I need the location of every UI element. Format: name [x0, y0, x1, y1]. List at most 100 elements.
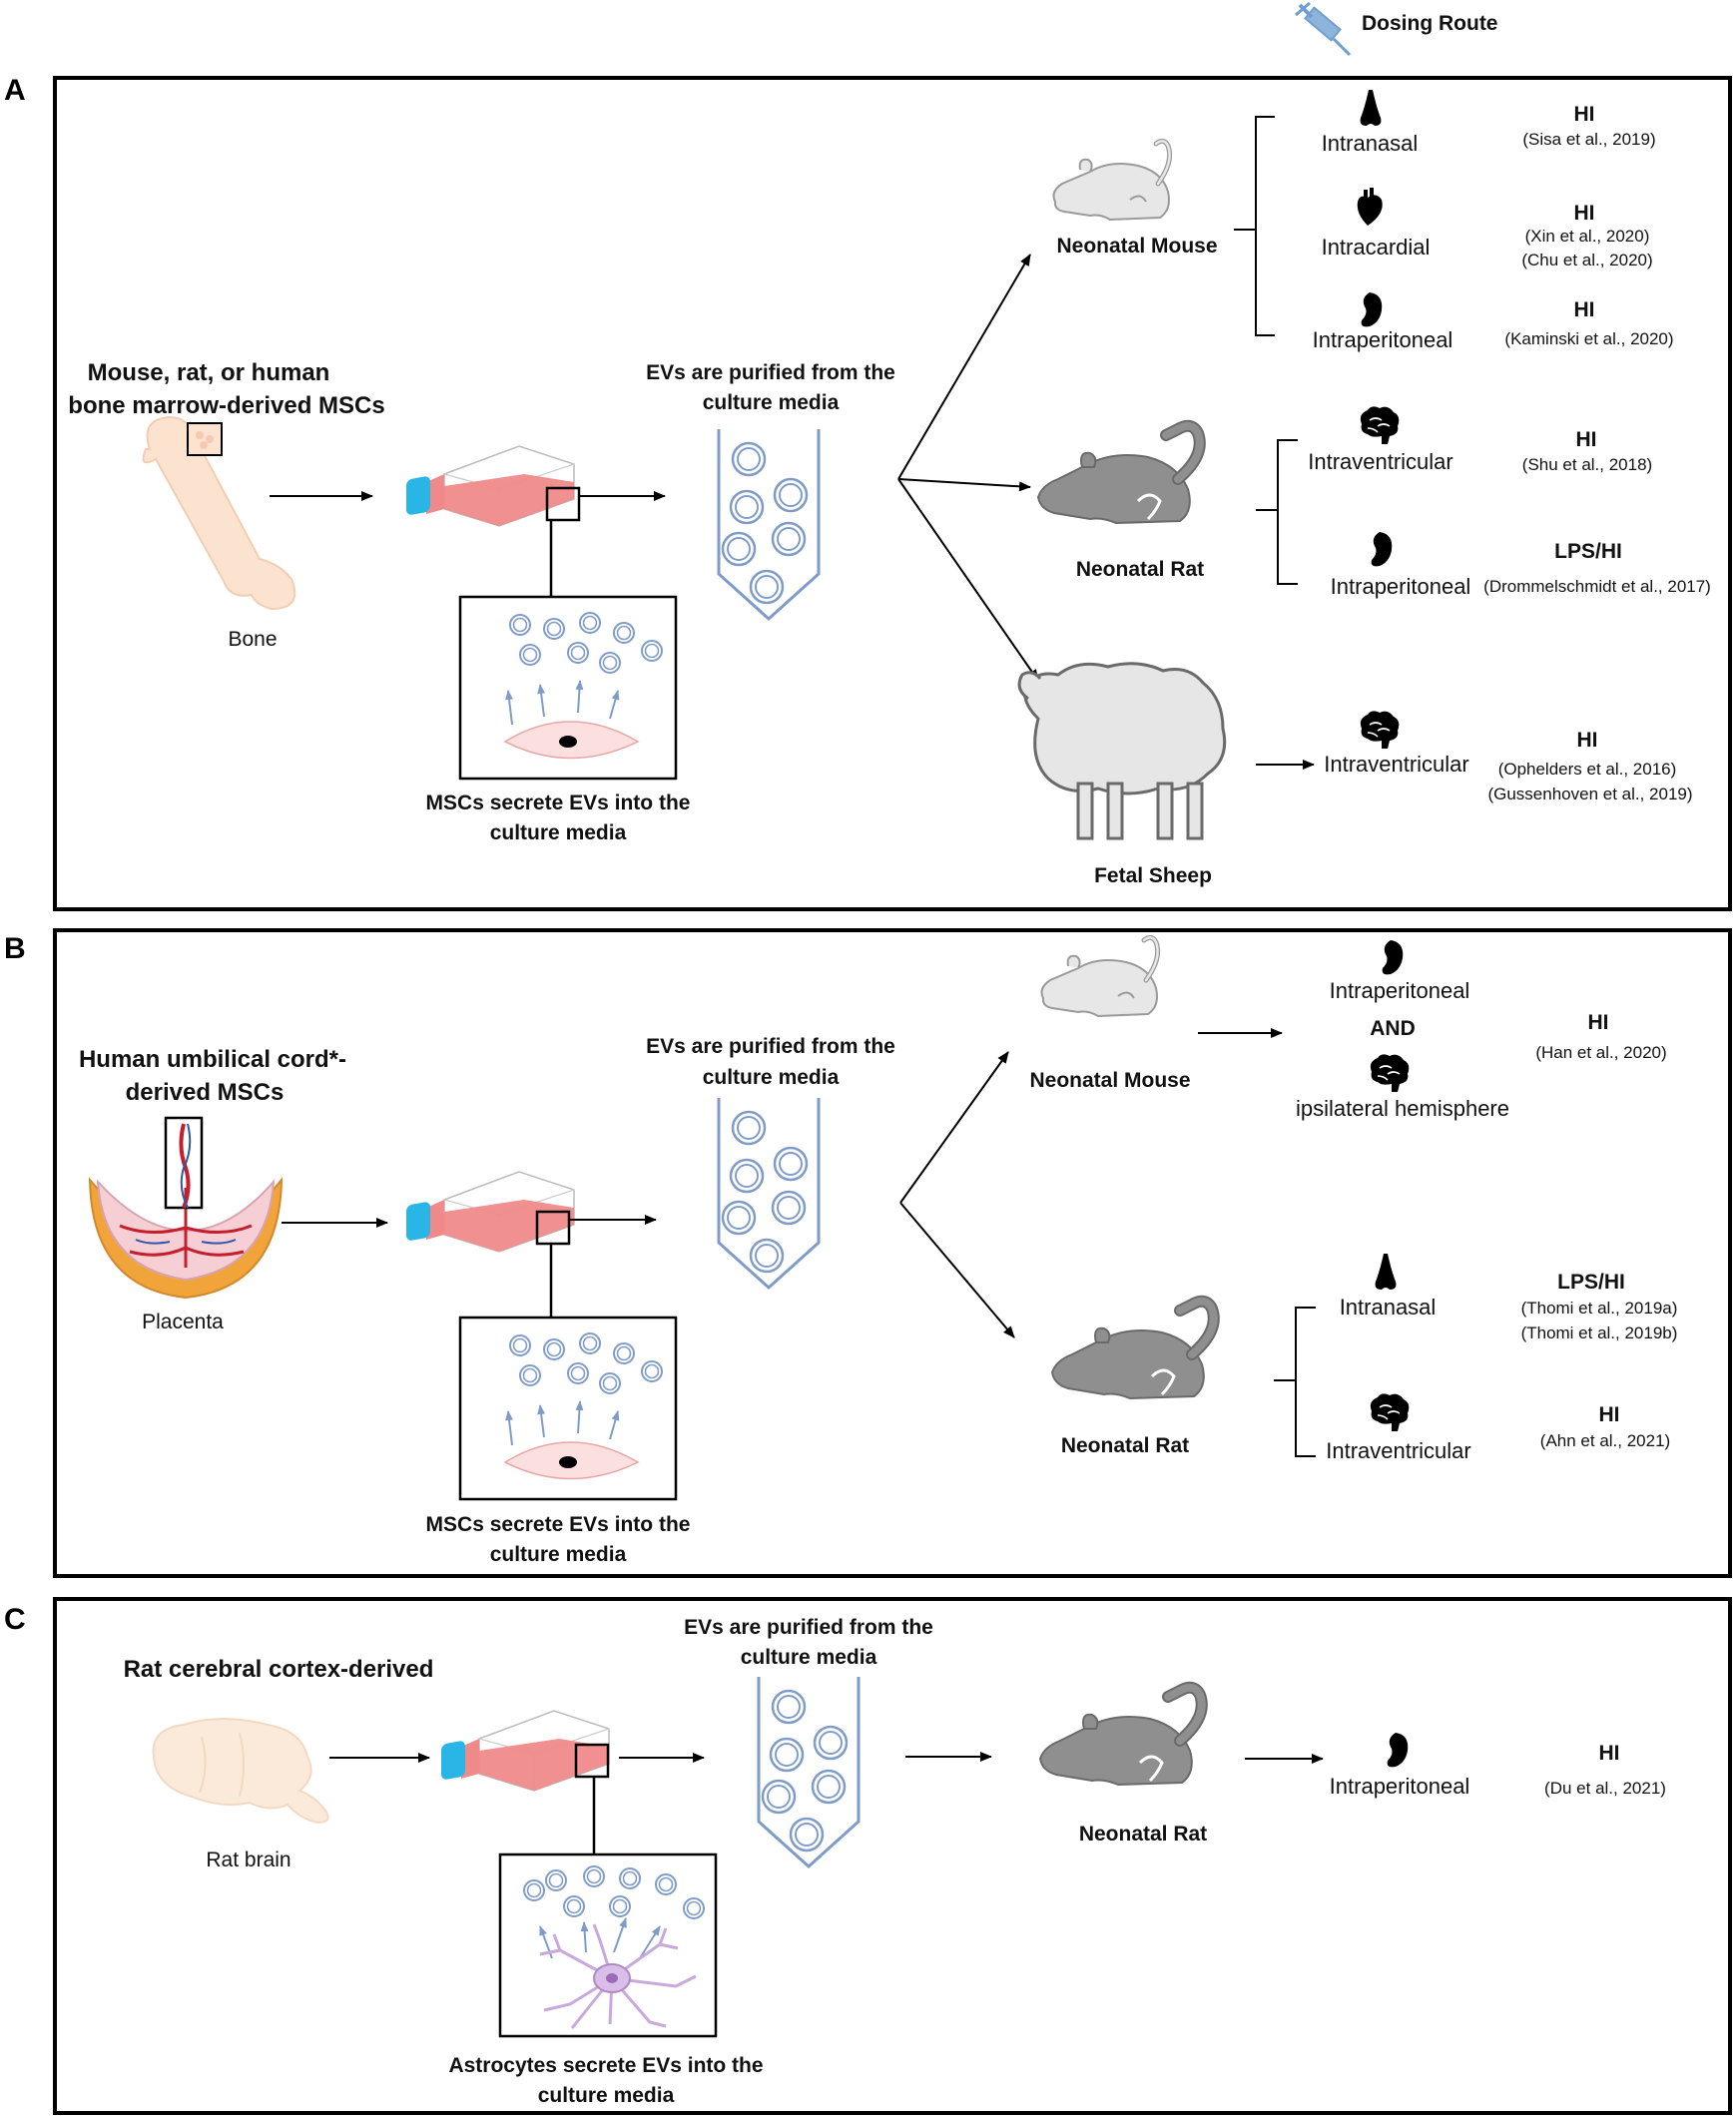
arrow-to-rat [897, 478, 1031, 492]
panel-b-letter: B [4, 932, 26, 965]
panel-a-ref-5-0: (Ophelders et al., 2016) [1498, 760, 1677, 779]
rat-icon [1038, 426, 1200, 523]
panel-b-source-label: Placenta [142, 1311, 224, 1333]
panel-a-ref-4-0: (Drommelschmidt et al., 2017) [1483, 577, 1711, 596]
panel-a-ref-1-0: (Xin et al., 2020) [1525, 227, 1650, 246]
panel-a-route-3: Intraventricular [1308, 449, 1453, 474]
panel-a-route-4: Intraperitoneal [1331, 574, 1471, 599]
panel-c-source-label: Rat brain [206, 1849, 290, 1871]
rat-icon [1040, 1688, 1202, 1785]
culture-flask-icon [440, 1710, 610, 1792]
panel-b-animal-rat: Neonatal Rat [1061, 1434, 1189, 1457]
panel-c-route-0: Intraperitoneal [1330, 1774, 1470, 1799]
rat-icon [1052, 1302, 1214, 1398]
cell-secretion-box [460, 1318, 676, 1499]
placenta-icon [88, 1116, 284, 1300]
panel-c-purify-1: EVs are purified from the [684, 1616, 933, 1639]
panel-b: B Human umbilical cord*- derived MSCs Pl… [4, 928, 1732, 1578]
panel-c: C Rat cerebral cortex-derived Rat brain [4, 1597, 1732, 2115]
arrow-to-mouse [897, 254, 1031, 480]
panel-c-model-0: HI [1599, 1742, 1620, 1765]
panel-b-animal-mouse: Neonatal Mouse [1029, 1069, 1190, 1092]
panel-a-ref-5-1: (Gussenhoven et al., 2019) [1487, 785, 1692, 803]
panel-a-model-4: LPS/HI [1554, 540, 1622, 563]
dosing-route-header: Dosing Route [1295, 1, 1498, 57]
brain-icon [1370, 1053, 1411, 1093]
brain-icon [1370, 1392, 1411, 1432]
panel-a-letter: A [4, 74, 26, 107]
panel-c-purify-2: culture media [741, 1646, 877, 1669]
arrow-to-mouse [899, 1051, 1009, 1204]
panel-a-frame [53, 76, 1732, 911]
flask-zoom-box [535, 1210, 571, 1246]
panel-a-model-3: HI [1576, 428, 1597, 451]
rat-routes-bracket [1295, 1307, 1316, 1457]
panel-b-mouse-and: AND [1370, 1017, 1416, 1040]
panel-b-mouse-route-2: ipsilateral hemisphere [1296, 1096, 1509, 1121]
sheep-icon [1017, 662, 1227, 840]
panel-a-route-2: Intraperitoneal [1313, 327, 1453, 352]
culture-flask-icon [405, 445, 575, 527]
rat-brain-icon [152, 1718, 329, 1825]
panel-c-frame [53, 1597, 1732, 2115]
brain-icon [1360, 710, 1401, 750]
panel-a-purify-1: EVs are purified from the [646, 361, 895, 384]
panel-a-route-0: Intranasal [1322, 131, 1419, 156]
panel-a-source-label: Bone [228, 628, 277, 651]
kidney-icon [1382, 940, 1404, 975]
heart-icon [1357, 188, 1383, 226]
panel-b-ref-0-0: (Thomi et al., 2019a) [1521, 1299, 1678, 1318]
panel-b-source-title-2: derived MSCs [126, 1079, 285, 1106]
panel-b-source-title-1: Human umbilical cord*- [79, 1046, 346, 1073]
astrocyte-box [498, 1853, 718, 2038]
panel-a-ref-1-1: (Chu et al., 2020) [1521, 251, 1652, 269]
panel-a-route-1: Intracardial [1322, 235, 1431, 260]
cell-secretion-box [460, 597, 676, 779]
panel-a-source-title-2: bone marrow-derived MSCs [68, 392, 384, 419]
kidney-icon [1361, 292, 1383, 327]
panel-c-source-title-1: Rat cerebral cortex-derived [124, 1656, 434, 1683]
panel-c-ref-0-0: (Du et al., 2021) [1544, 1779, 1666, 1798]
flask-zoom-box [574, 1743, 610, 1779]
panel-b-route-0: Intranasal [1340, 1295, 1437, 1320]
panel-b-secrete-2: culture media [490, 1543, 627, 1566]
panel-b-purify-1: EVs are purified from the [646, 1035, 895, 1058]
brain-icon [1360, 405, 1401, 445]
panel-b-mouse-model: HI [1588, 1011, 1609, 1034]
panel-b-mouse-route-1: Intraperitoneal [1330, 978, 1470, 1003]
kidney-icon [1387, 1733, 1409, 1768]
panel-a-ref-2-0: (Kaminski et al., 2020) [1504, 329, 1673, 348]
nose-icon [1375, 1254, 1397, 1290]
panel-b-secrete-1: MSCs secrete EVs into the [426, 1513, 691, 1536]
panel-a-source-title-1: Mouse, rat, or human [88, 359, 330, 386]
panel-a: A Mouse, rat, or human bone marrow-deriv… [4, 74, 1732, 911]
panel-b-frame [53, 928, 1732, 1578]
bone-icon [142, 415, 296, 611]
panel-a-animal-sheep: Fetal Sheep [1094, 864, 1212, 887]
panel-a-model-1: HI [1574, 202, 1595, 225]
mouse-icon [1054, 141, 1170, 220]
ev-tube-icon [759, 1677, 859, 1866]
panel-a-model-2: HI [1574, 298, 1595, 321]
panel-b-ref-1-0: (Ahn et al., 2021) [1540, 1431, 1670, 1450]
ev-tube-icon [719, 429, 819, 619]
panel-c-animal-rat: Neonatal Rat [1079, 1823, 1207, 1846]
arrow-to-rat [899, 1202, 1015, 1338]
syringe-icon [1295, 1, 1352, 57]
panel-b-route-1: Intraventricular [1326, 1438, 1471, 1463]
arrow-to-sheep [897, 478, 1039, 682]
panel-b-ref-0-1: (Thomi et al., 2019b) [1521, 1324, 1678, 1342]
panel-a-secrete-2: culture media [490, 821, 627, 844]
flask-zoom-box [545, 486, 581, 522]
mouse-routes-bracket [1255, 116, 1275, 336]
panel-a-ref-3-0: (Shu et al., 2018) [1522, 455, 1652, 474]
panel-a-animal-mouse: Neonatal Mouse [1056, 235, 1217, 258]
dosing-route-label: Dosing Route [1362, 12, 1498, 35]
panel-a-ref-0-0: (Sisa et al., 2019) [1522, 130, 1655, 149]
rat-routes-bracket [1277, 439, 1298, 585]
panel-c-letter: C [4, 1603, 26, 1636]
panel-b-purify-2: culture media [703, 1066, 840, 1089]
ev-tube-icon [719, 1098, 819, 1288]
panel-c-secrete-1: Astrocytes secrete EVs into the [448, 2054, 763, 2077]
panel-a-route-5: Intraventricular [1324, 752, 1469, 777]
